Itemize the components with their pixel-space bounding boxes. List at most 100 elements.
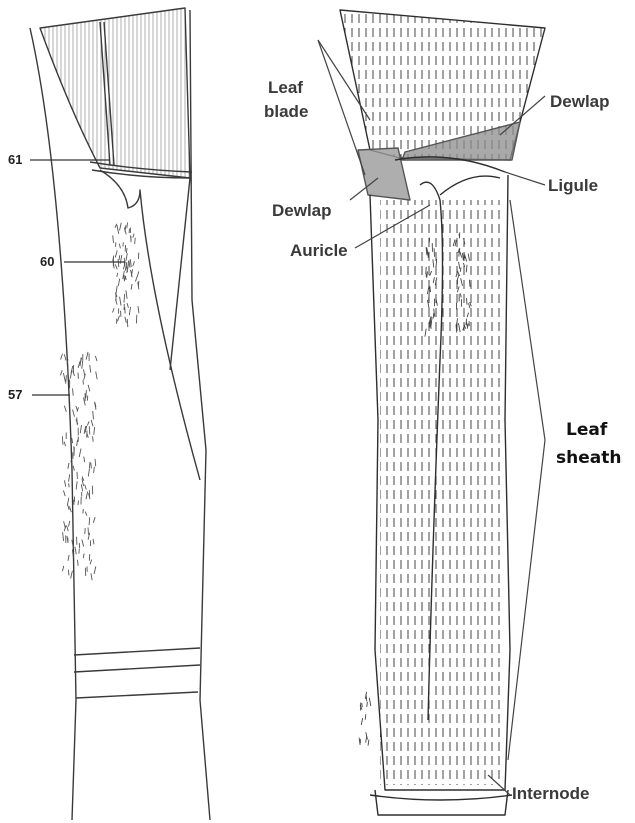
hair-stroke (78, 560, 79, 566)
hair-stroke (91, 573, 92, 580)
hair-stroke (83, 553, 84, 558)
hair-stroke (124, 275, 125, 280)
hair-stroke (63, 373, 65, 382)
hair-stroke (113, 235, 114, 242)
hair-stroke (119, 223, 121, 231)
hair-stroke (96, 371, 97, 379)
hair-stroke (86, 352, 88, 360)
hair-stroke (93, 436, 94, 442)
hair-stroke (89, 462, 90, 469)
hair-stroke (62, 436, 63, 445)
label-leaf-blade-line1: Leaf (268, 78, 303, 98)
hair-stroke (63, 532, 64, 541)
hair-stroke (76, 481, 77, 489)
hair-stroke (469, 280, 470, 287)
hair-stroke (127, 303, 128, 308)
hair-stroke (68, 555, 69, 561)
hair-stroke (60, 370, 62, 375)
hair-stroke (79, 448, 81, 457)
hair-stroke (366, 736, 367, 742)
left-leaf-blade (40, 8, 190, 178)
hair-stroke (436, 259, 437, 267)
hair-stroke (126, 248, 127, 253)
hair-stroke (80, 425, 81, 433)
label-auricle: Auricle (290, 241, 348, 261)
label-leaf-blade-line2: blade (264, 102, 308, 122)
hair-stroke (69, 521, 70, 527)
hair-stroke (65, 480, 66, 486)
hair-stroke (69, 474, 70, 481)
left-leaf-sheath (30, 28, 76, 820)
hair-stroke (133, 261, 135, 266)
hair-stroke (93, 411, 94, 419)
hair-stroke (94, 566, 96, 574)
hair-stroke (90, 560, 92, 565)
hair-stroke (91, 420, 93, 426)
hair-stroke (120, 297, 121, 306)
hair-stroke (91, 463, 92, 469)
hair-stroke (86, 492, 88, 500)
hair-stroke (119, 244, 120, 249)
hair-stroke (95, 356, 97, 361)
hair-stroke (115, 264, 117, 269)
hair-stroke (86, 390, 87, 398)
hair-stroke (64, 406, 66, 412)
hair-stroke (82, 361, 83, 369)
hair-stroke (67, 498, 68, 506)
hair-stroke (64, 442, 65, 446)
hair-stroke (88, 469, 89, 477)
label-internode: Internode (512, 784, 589, 804)
right-leaf-illustration (340, 10, 545, 815)
hair-stroke (62, 566, 63, 571)
hair-stroke (84, 457, 85, 462)
hair-stroke (127, 319, 128, 327)
hair-stroke (76, 406, 78, 411)
hair-stroke (63, 490, 65, 496)
hair-stroke (61, 354, 63, 360)
left-pointers (30, 160, 125, 395)
hair-stroke (85, 512, 87, 516)
label-leaf-sheath-line2: sheath (556, 446, 621, 470)
left-label-61: 61 (8, 152, 22, 167)
right-internode (375, 790, 508, 815)
hair-stroke (68, 463, 69, 469)
hair-stroke (133, 234, 134, 238)
label-ligule: Ligule (548, 176, 598, 196)
hair-stroke (127, 222, 128, 228)
hair-stroke (129, 307, 130, 315)
hair-stroke (116, 286, 117, 294)
hair-stroke (367, 702, 368, 707)
hair-stroke (126, 253, 127, 261)
left-label-57: 57 (8, 387, 22, 402)
hair-stroke (64, 354, 65, 360)
hair-stroke (130, 259, 131, 267)
left-hairs (60, 222, 139, 580)
hair-stroke (115, 250, 117, 257)
label-dewlap-right: Dewlap (550, 92, 610, 112)
left-leaf-illustration (30, 8, 210, 820)
hair-stroke (138, 306, 139, 313)
hair-stroke (75, 547, 76, 555)
hair-stroke (68, 570, 69, 576)
hair-stroke (93, 517, 95, 523)
hair-stroke (369, 698, 371, 706)
hair-stroke (117, 316, 119, 322)
hair-stroke (138, 281, 139, 287)
hair-stroke (94, 427, 95, 435)
hair-stroke (81, 484, 82, 491)
hair-stroke (72, 438, 73, 443)
hair-stroke (131, 284, 132, 290)
left-label-60: 60 (40, 254, 54, 269)
hair-stroke (135, 277, 137, 282)
hair-stroke (69, 506, 71, 512)
hair-stroke (119, 255, 120, 260)
hair-stroke (126, 290, 127, 299)
hair-stroke (73, 466, 74, 471)
hair-stroke (67, 525, 69, 531)
hair-stroke (73, 388, 74, 395)
hair-stroke (131, 269, 132, 276)
hair-stroke (93, 539, 94, 545)
hair-stroke (77, 440, 78, 446)
hair-stroke (78, 500, 79, 505)
